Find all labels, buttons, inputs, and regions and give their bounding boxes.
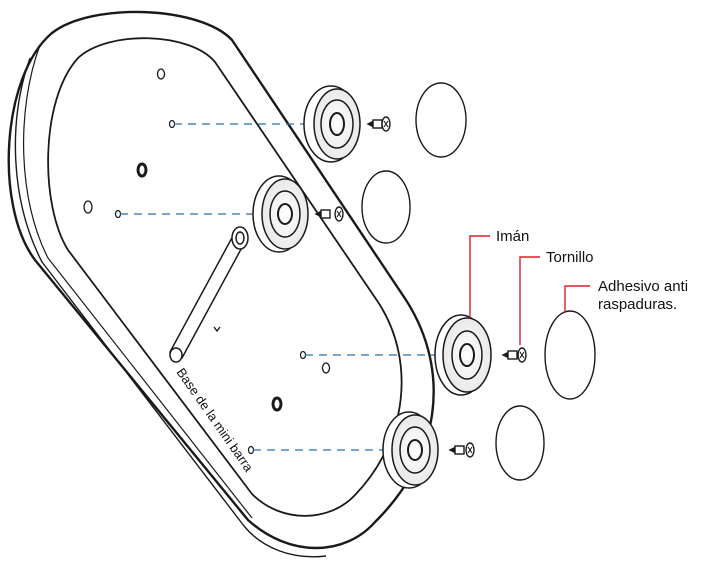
screw-3 [501, 347, 527, 363]
screw-2 [314, 206, 344, 222]
callout-pad [564, 285, 590, 313]
hole-icon [156, 68, 166, 80]
label-pad-line2: raspaduras. [598, 296, 677, 313]
callout-magnet [469, 235, 490, 318]
center-mark-icon [213, 326, 221, 333]
base-thickness [14, 57, 327, 558]
magnet-1 [303, 85, 361, 163]
callout-lines [469, 235, 590, 345]
magnet-2 [252, 175, 309, 253]
callout-screw [519, 256, 540, 345]
pad-2 [361, 170, 411, 244]
base-thickness-inner [22, 44, 253, 519]
magnet-3 [434, 314, 492, 396]
label-pad-line1: Adhesivo anti [598, 278, 688, 295]
pad-1 [415, 82, 467, 158]
pad-3 [544, 310, 596, 400]
screw-4 [448, 442, 475, 458]
hole-icon [83, 200, 93, 214]
label-screw: Tornillo [546, 249, 594, 266]
screw-1 [366, 116, 391, 132]
magnet-4 [382, 411, 439, 489]
hole-icon [321, 362, 331, 374]
pad-4 [495, 405, 545, 481]
label-magnet: Imán [496, 228, 529, 245]
hole-icon [136, 162, 148, 178]
hole-icon [271, 396, 283, 412]
alignment-guides [120, 123, 442, 451]
support-rod [168, 226, 249, 363]
base-inner-panel [47, 37, 403, 517]
